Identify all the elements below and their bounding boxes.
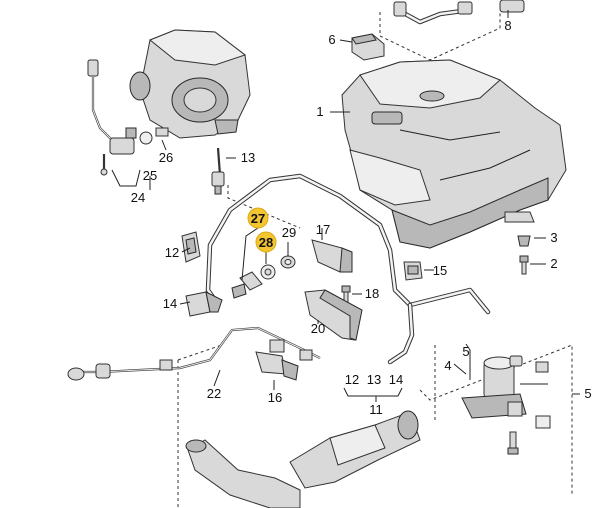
part-14-bracket bbox=[185, 291, 223, 317]
label-8[interactable]: 8 bbox=[504, 18, 511, 33]
label-25[interactable]: 25 bbox=[143, 168, 157, 183]
callout-28-badge[interactable] bbox=[255, 231, 277, 253]
part-6-cap bbox=[351, 33, 385, 61]
label-3[interactable]: 3 bbox=[550, 230, 557, 245]
label-27: 27 bbox=[251, 211, 265, 226]
label-15[interactable]: 15 bbox=[433, 263, 447, 278]
part-2-bolt bbox=[519, 255, 529, 275]
label-16[interactable]: 16 bbox=[268, 390, 282, 405]
exhaust-front-pipe bbox=[185, 410, 421, 508]
part-20-heat-shield bbox=[304, 289, 363, 341]
part-24-oxygen-sensor bbox=[87, 59, 169, 176]
label-13a[interactable]: 13 bbox=[241, 150, 255, 165]
leader-lines bbox=[111, 10, 580, 402]
upper-hose-assembly bbox=[393, 0, 525, 25]
part-22-wiring-harness bbox=[67, 326, 321, 381]
part-13-temp-sensor bbox=[211, 147, 225, 195]
label-5a[interactable]: 5 bbox=[462, 344, 469, 359]
label-22[interactable]: 22 bbox=[207, 386, 221, 401]
part-29-ring bbox=[280, 255, 296, 269]
part-15-connector bbox=[403, 261, 423, 281]
label-11[interactable]: 11 bbox=[369, 402, 383, 417]
label-14a[interactable]: 14 bbox=[163, 296, 177, 311]
part-3-grommet bbox=[517, 235, 531, 247]
label-4[interactable]: 4 bbox=[444, 358, 451, 373]
part-27-sensor-assembly bbox=[231, 264, 276, 299]
part-1-reservoir-tank bbox=[341, 59, 567, 249]
label-13b[interactable]: 13 bbox=[367, 372, 381, 387]
label-1[interactable]: 1 bbox=[316, 104, 323, 119]
label-12b[interactable]: 12 bbox=[345, 372, 359, 387]
catalytic-converter bbox=[129, 29, 251, 139]
callout-27-badge[interactable] bbox=[247, 207, 269, 229]
main-dosing-line bbox=[205, 173, 491, 365]
label-26[interactable]: 26 bbox=[159, 150, 173, 165]
label-18[interactable]: 18 bbox=[365, 286, 379, 301]
label-12a[interactable]: 12 bbox=[165, 245, 179, 260]
label-14b[interactable]: 14 bbox=[389, 372, 403, 387]
label-24[interactable]: 24 bbox=[131, 190, 145, 205]
part-17-bracket bbox=[311, 239, 353, 273]
label-17[interactable]: 17 bbox=[316, 222, 330, 237]
label-28: 28 bbox=[259, 235, 273, 250]
label-5b[interactable]: 5 bbox=[584, 386, 591, 401]
callout-27[interactable]: 27 bbox=[247, 207, 269, 229]
part-labels: 8 6 1 3 2 15 18 17 20 13 26 25 24 12 14 … bbox=[131, 18, 592, 417]
part-4-pump-module bbox=[461, 355, 551, 455]
label-29[interactable]: 29 bbox=[282, 225, 296, 240]
part-12-clip bbox=[181, 231, 201, 263]
part-16-connectors bbox=[255, 349, 313, 381]
label-20[interactable]: 20 bbox=[311, 321, 325, 336]
label-2[interactable]: 2 bbox=[550, 256, 557, 271]
callout-28[interactable]: 28 bbox=[255, 231, 277, 253]
label-6[interactable]: 6 bbox=[328, 32, 335, 47]
